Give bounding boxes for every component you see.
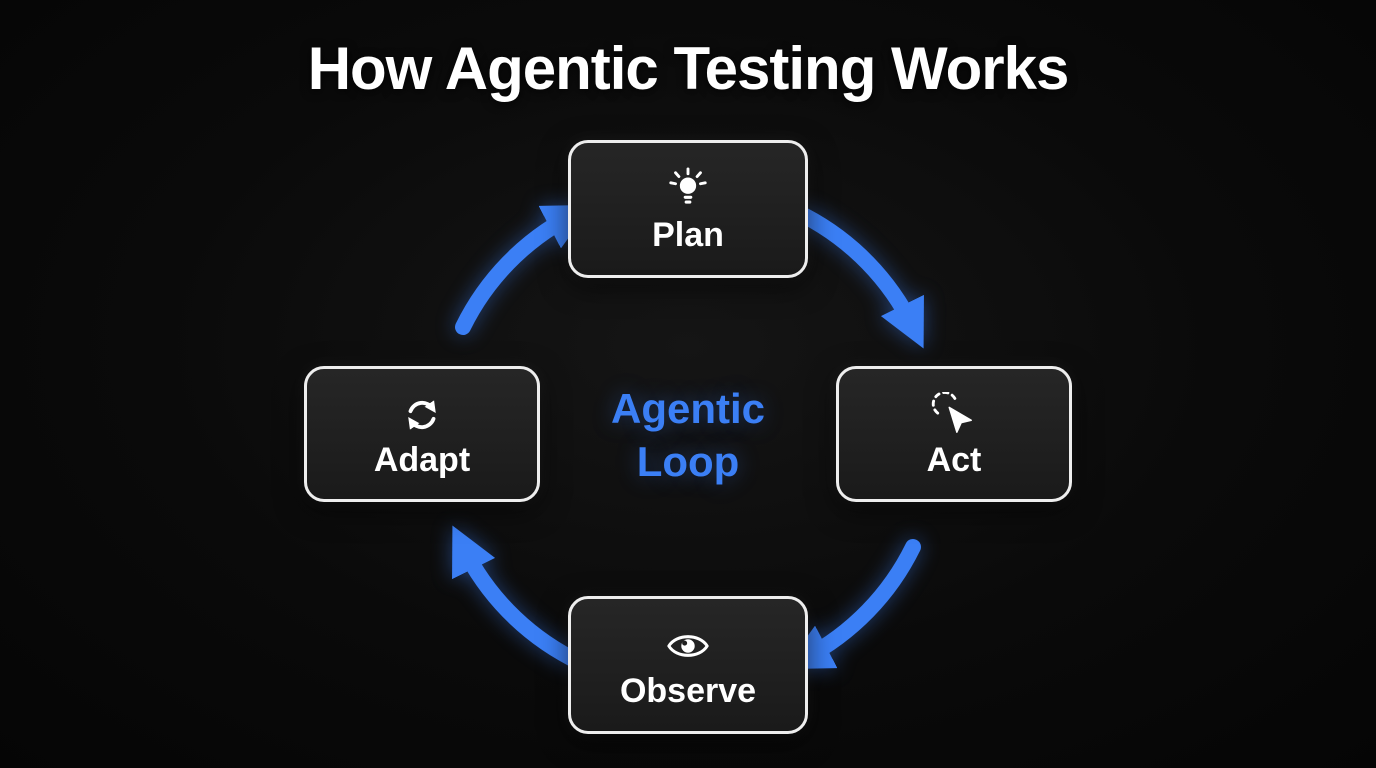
refresh-icon [408, 399, 436, 430]
node-observe: Observe [568, 596, 808, 734]
node-observe-label: Observe [619, 671, 757, 710]
node-act-label: Act [926, 440, 982, 479]
loop-center-label-line2: Loop [636, 437, 740, 485]
arrow-act-to-observe [783, 539, 921, 670]
node-plan-label: Plan [652, 215, 724, 254]
eye-icon [667, 634, 709, 657]
arrow-plan-to-act [797, 208, 924, 349]
arrow-observe-to-adapt [452, 525, 579, 666]
loop-center-label-line1: Agentic [610, 385, 765, 432]
cursor-click-icon [931, 391, 972, 433]
node-plan: Plan [568, 140, 808, 278]
lightbulb-icon [669, 166, 707, 204]
node-adapt: Adapt [304, 366, 540, 502]
arrow-adapt-to-plan [455, 204, 593, 335]
node-act: Act [836, 366, 1072, 502]
page-title: How Agentic Testing Works [307, 35, 1070, 102]
loop-center-label: Agentic Loop [513, 383, 863, 488]
node-adapt-label: Adapt [373, 440, 471, 479]
